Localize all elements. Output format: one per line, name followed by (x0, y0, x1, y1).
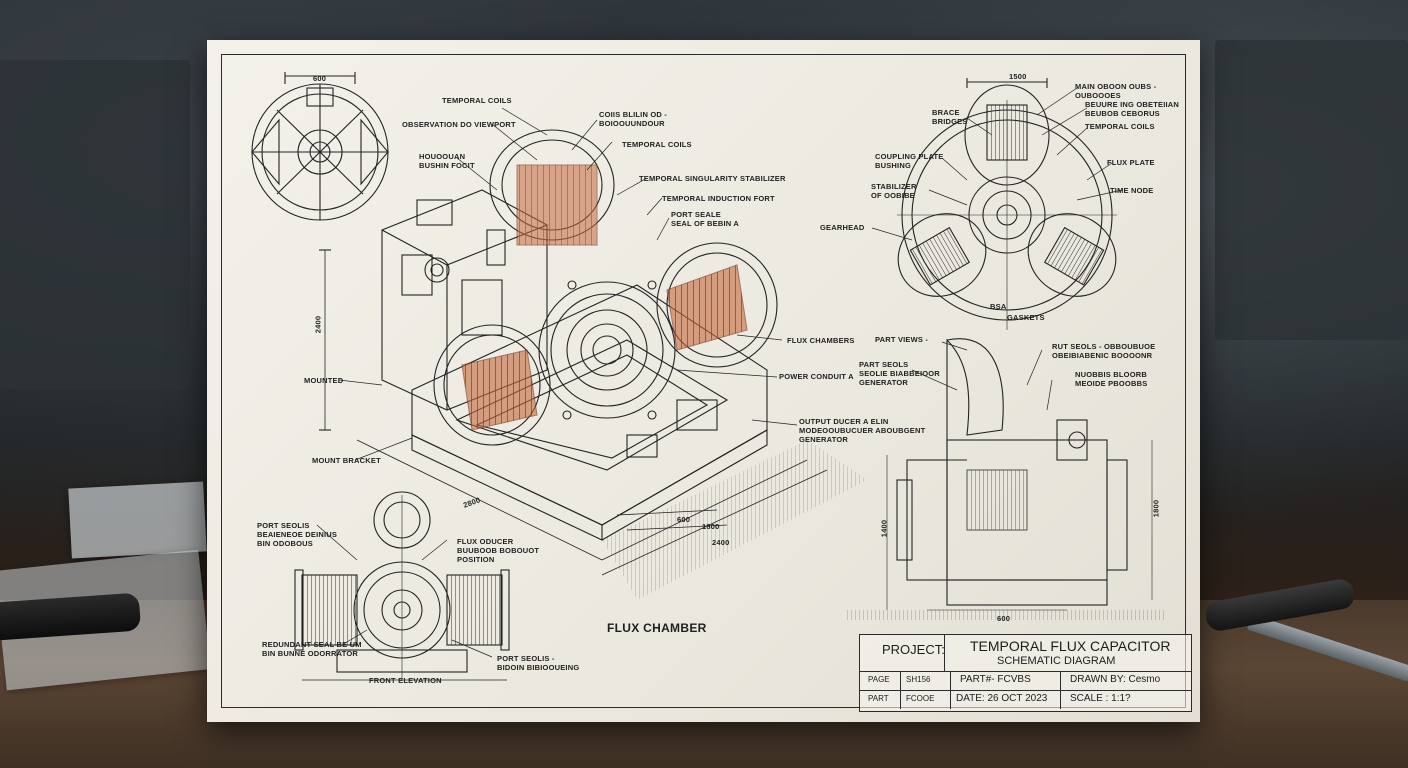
part-label: PART (868, 694, 889, 703)
title-block: PROJECT: TEMPORAL FLUX CAPACITOR SCHEMAT… (859, 634, 1192, 712)
label-main-coil: MAIN OBOON OUBS - OUBOOOES (1075, 82, 1157, 100)
page-label: PAGE (868, 675, 890, 684)
label-output-module: OUTPUT DUCER A ELIN MODEOOUBUCUER ABOUBG… (799, 417, 926, 444)
part-label-cell (860, 690, 901, 709)
label-rut-seals: RUT SEOLS - OBBOUBUOE OBEIBIABENIC BOOOO… (1052, 342, 1156, 360)
part-number: PART#- FCVBS (960, 674, 1031, 685)
background-shelf-right (1215, 40, 1408, 340)
label-flux-plate: FLUX PLATE (1107, 158, 1155, 167)
project-label: PROJECT: (882, 642, 945, 657)
label-housing-ribs: HOUOOUAN BUSHIN FOCIT (419, 152, 475, 170)
dim-diag-3: 1800 (702, 522, 720, 531)
part-value: FCOOE (906, 694, 935, 703)
label-mounted: MOUNTED (304, 376, 344, 385)
label-nuobbis: NUOBBIS BLOORB MEOIDE PBOOBBS (1075, 370, 1148, 388)
top-right-radial-view (871, 78, 1123, 330)
background-papers (68, 481, 207, 559)
label-bl-port-seal-2: PORT SEOLIS - BIDOIN BIBIOOUEING (497, 654, 580, 672)
main-isometric-assembly (319, 107, 867, 600)
project-name: TEMPORAL FLUX CAPACITOR (970, 638, 1171, 654)
dim-top-left: 600 (313, 74, 327, 83)
label-flux-chambers: FLUX CHAMBERS (787, 336, 855, 345)
dim-diag-2: 600 (677, 515, 691, 524)
bottom-left-front-elevation (294, 491, 510, 681)
top-left-wheel-view (251, 72, 389, 221)
label-coil-detail: BEUURE ING OBETEIIAN BEUBOB CEBORUS (1085, 100, 1180, 118)
date-cell (950, 690, 1061, 709)
label-temporal-coils-2: TEMPORAL COILS (622, 140, 692, 149)
dim-bottom-right: 600 (997, 614, 1011, 623)
title-block-row-2: PAGE SH156 PART#- FCVBS DRAWN BY: Cesmo (860, 671, 1191, 691)
page-value: SH156 (906, 675, 931, 684)
dim-top-right: 1500 (1009, 72, 1027, 81)
label-time-node: TIME NODE (1110, 186, 1154, 195)
label-gaskets: GASKETS (1007, 313, 1045, 322)
title-block-row-3: PART FCOOE DATE: 26 OCT 2023 SCALE : 1:1… (860, 690, 1191, 709)
part-value-cell (900, 690, 951, 709)
label-front-elevation: FRONT ELEVATION (369, 676, 442, 685)
date: DATE: 26 OCT 2023 (956, 693, 1048, 704)
label-temporal-induction: TEMPORAL INDUCTION FORT (662, 194, 775, 203)
flux-chamber-caption: FLUX CHAMBER (607, 621, 707, 635)
label-temporal-stabilizer: TEMPORAL SINGULARITY STABILIZER (639, 174, 786, 183)
label-coil-left: COIIS BLILIN OD - BOIOOUUNDOUR (599, 110, 667, 128)
label-observation-viewport: OBSERVATION DO VIEWPORT (402, 120, 516, 129)
label-bl-port-seal: PORT SEOLIS BEAIENEOE DEINIUS BIN ODOBOU… (257, 521, 338, 548)
sheet-border (221, 54, 1186, 708)
label-bl-redundant-seal: REDUNDANT SEAL BE UM BIN BUNNE ODORRATOR (262, 640, 362, 658)
schematic-drawing (251, 72, 1167, 681)
scale: SCALE : 1:1? (1070, 693, 1131, 704)
page-value-cell (900, 671, 951, 690)
label-gearhead: GEARHEAD (820, 223, 865, 232)
label-bl-flux-coupler: FLUX ODUCER BUUBOOB BOBOUOT POSITION (457, 537, 540, 564)
project-label-cell (860, 635, 945, 671)
label-port-seal: PORT SEALE SEAL OF BEBIN A (671, 210, 740, 228)
label-temporal-coils-1: TEMPORAL COILS (442, 96, 512, 105)
label-power-conduit: POWER CONDUIT A (779, 372, 854, 381)
dim-side-left: 1400 (879, 519, 889, 538)
label-mount-bracket: MOUNT BRACKET (312, 456, 381, 465)
bottom-right-side-elevation (847, 338, 1167, 620)
label-part-views: PART VIEWS - (875, 335, 929, 344)
page-label-cell (860, 671, 901, 690)
label-coupling: COUPLING PLATE BUSHING (875, 152, 944, 170)
background-shelf-left (0, 60, 190, 390)
part-number-cell (950, 671, 1061, 690)
label-bsa: BSA (990, 302, 1007, 311)
dim-diag-4: 2400 (712, 538, 730, 547)
title-block-header-row: PROJECT: TEMPORAL FLUX CAPACITOR SCHEMAT… (860, 635, 1191, 672)
label-port-seals: PART SEOLS SEOLIE BIABBEIOOR GENERATOR (859, 360, 940, 387)
label-brace: BRACE BRIDGES (932, 108, 968, 126)
dim-side-right: 1800 (1151, 499, 1161, 518)
label-tr-temporal-coils: TEMPORAL COILS (1085, 122, 1155, 131)
blueprint-sheet: TEMPORAL COILS OBSERVATION DO VIEWPORT C… (207, 40, 1200, 722)
drawn-by: DRAWN BY: Cesmo (1070, 674, 1161, 685)
schematic-subtitle: SCHEMATIC DIAGRAM (997, 655, 1116, 667)
dim-vertical: 2400 (313, 315, 323, 334)
label-stabilizer: STABILIZER OF OOBIBE (871, 182, 917, 200)
